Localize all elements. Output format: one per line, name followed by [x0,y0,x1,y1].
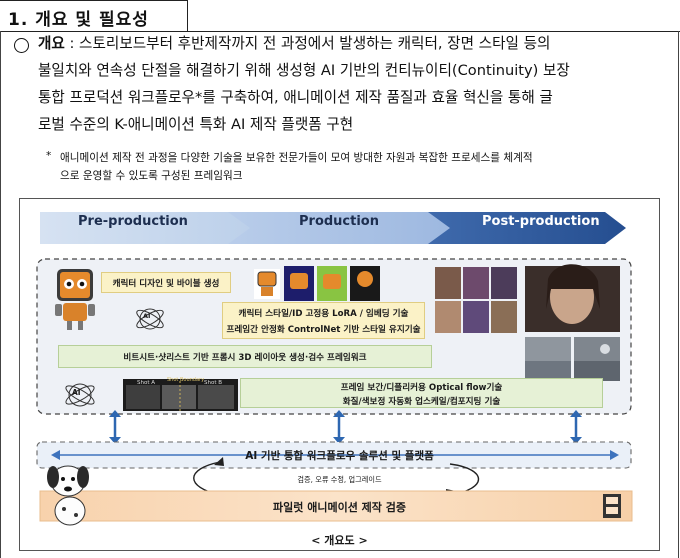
diagram-caption: < 개요도 > [311,534,368,547]
frame-right-border [678,31,679,558]
overview-label: 개요 [38,35,65,52]
footnote-line-1: 애니메이션 제작 전 과정을 다양한 기술을 보유한 전문가들이 모여 방대한 … [60,152,533,164]
feedback-label: 검증, 오류 수정, 업그레이드 [297,475,382,484]
diagram-graphics [36,212,633,526]
frame-left-border [0,31,1,558]
section-header [0,0,188,32]
shot-strip [123,379,238,411]
ai-brain-icon [136,308,164,330]
style-tech-box: 캐릭터 스타일/ID 고정용 LoRA / 임베딩 기술 프레임간 안정화 Co… [222,302,425,339]
overview-line-4: 로벌 수준의 K-애니메이션 특화 AI 제작 플랫폼 구현 [38,116,354,133]
robot-mascot-icon [55,269,95,330]
character-thumbnails [254,266,380,301]
character-design-box: 캐릭터 디자인 및 바이블 생성 [101,272,231,293]
ai-icon-label: AI [143,312,151,320]
film-strip-icon [603,494,621,518]
ai-icon-label-2: AI [72,388,81,397]
overview-diagram: Pre-production Production Post-productio… [19,198,660,551]
pilot-bar [39,490,633,522]
shot-b-label: Shot B [204,380,223,386]
stage-arrow-production [228,212,452,244]
footnote-mark: * [46,150,52,162]
stage-label-pre: Pre-production [78,214,188,229]
stage-arrow-pre [40,212,252,244]
platform-label: AI 기반 통합 워크플로우 솔루션 및 플랫폼 [245,450,434,462]
overview-line-1: 개요 : 스토리보드부터 후반제작까지 전 과정에서 발생하는 캐릭터, 장면 … [38,35,551,52]
shot-a-label: Shot A [137,380,156,386]
ai-brain-icon-2 [65,383,95,407]
circle-bullet-icon [14,38,29,53]
header-rule [188,31,680,32]
vertical-arrows [109,410,582,444]
portrait-large [525,264,620,332]
interpolation-box: 프레임 보간/디플리커용 Optical flow기술 화질/색보정 자동화 업… [240,378,603,408]
storyboard-box: 비트시트·샷리스트 기반 프롬시 3D 레이아웃 생성·검수 프레임워크 [58,345,432,368]
stage-arrow-post [428,212,626,244]
stage-label-post: Post-production [482,214,600,229]
overview-line-2: 불일치와 연속성 단절을 해결하기 위해 생성형 AI 기반의 컨티뉴이티(Co… [38,62,570,79]
portrait-grid [435,267,517,333]
footnote-line-2: 으로 운영할 수 있도록 구성된 프레임워크 [60,170,243,182]
stage-label-production: Production [299,214,379,229]
pilot-label: 파일럿 애니메이션 제작 검증 [273,501,406,514]
section-title: 1. 개요 및 필요성 [8,10,149,30]
shot-boundary-label: Shot Boundary [167,377,205,383]
dalmatian-mascot-icon [47,465,89,526]
overview-line-3: 통합 프로덕션 워크플로우*를 구축하여, 애니메이션 제작 품질과 효율 혁신… [38,89,553,106]
moon-landscape-images [525,337,620,381]
